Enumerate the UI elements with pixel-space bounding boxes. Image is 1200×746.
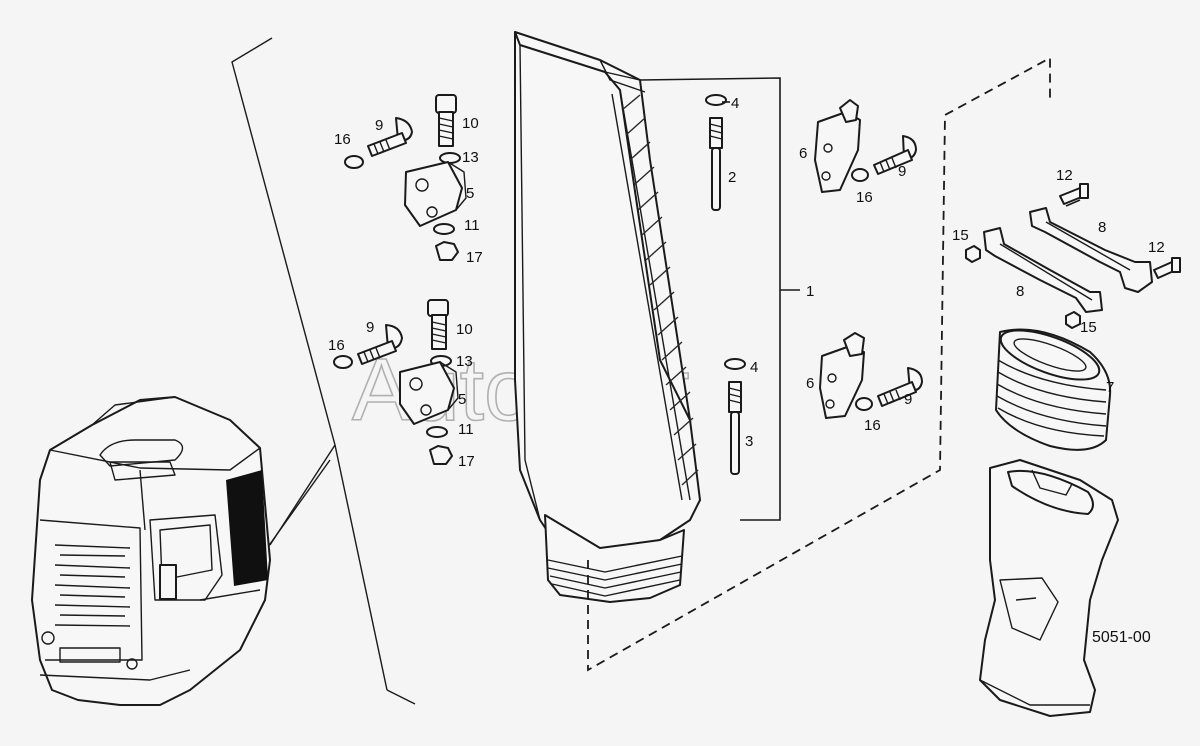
callout-10-upper: 10 <box>462 115 479 132</box>
callout-6-lower: 6 <box>806 375 814 392</box>
callout-5-lower: 5 <box>458 391 466 408</box>
callout-4-lower: 4 <box>750 359 758 376</box>
callout-15-lower: 15 <box>1080 319 1097 336</box>
upper-bracket-assembly <box>344 94 467 261</box>
lower-bracket-assembly <box>333 299 459 465</box>
callout-17-upper: 17 <box>466 249 483 266</box>
callout-4-upper: 4 <box>731 95 739 112</box>
callout-6-upper: 6 <box>799 145 807 162</box>
mount-bracket-upper <box>814 99 917 193</box>
pin-assembly-upper <box>705 94 727 211</box>
callout-17-lower: 17 <box>458 453 475 470</box>
part1-leader <box>639 77 800 521</box>
callout-16-lower-left: 16 <box>328 337 345 354</box>
floor-duct-elbow <box>979 459 1119 717</box>
callout-16-upper-right: 16 <box>856 189 873 206</box>
bellows-part <box>995 328 1112 451</box>
callout-12-lower: 12 <box>1148 239 1165 256</box>
highlighted-duct-location <box>226 470 268 586</box>
callout-13-lower: 13 <box>456 353 473 370</box>
callout-labels: 1 2 3 4 4 5 5 6 6 7 8 8 9 9 9 9 10 10 11… <box>328 95 1165 470</box>
pin-assembly-lower <box>724 358 746 475</box>
callout-16-lower-right: 16 <box>864 417 881 434</box>
callout-5-upper: 5 <box>466 185 474 202</box>
callout-12-upper: 12 <box>1056 167 1073 184</box>
callout-9-upper-left: 9 <box>375 117 383 134</box>
callout-1: 1 <box>806 283 814 300</box>
callout-11-lower: 11 <box>458 421 474 438</box>
assembly-boundary-dashed <box>587 56 1051 672</box>
callout-2: 2 <box>728 169 736 186</box>
truck-cab-illustration <box>31 396 271 706</box>
callout-16-upper-left: 16 <box>334 131 351 148</box>
callout-7: 7 <box>1106 379 1114 396</box>
callout-8-lower: 8 <box>1016 283 1024 300</box>
callout-11-upper: 11 <box>464 217 480 234</box>
callout-leader-lines <box>722 101 1081 207</box>
callout-15-upper: 15 <box>952 227 969 244</box>
strap-assembly <box>965 183 1181 329</box>
air-duct-main <box>514 31 701 603</box>
callout-13-upper: 13 <box>462 149 479 166</box>
callout-10-lower: 10 <box>456 321 473 338</box>
figure-code: 5051-00 <box>1092 629 1151 646</box>
callout-3: 3 <box>745 433 753 450</box>
mount-bracket-lower <box>819 332 923 419</box>
callout-9-lower-right: 9 <box>904 391 912 408</box>
callout-8-upper: 8 <box>1098 219 1106 236</box>
callout-9-lower-left: 9 <box>366 319 374 336</box>
callout-9-upper-right: 9 <box>898 163 906 180</box>
